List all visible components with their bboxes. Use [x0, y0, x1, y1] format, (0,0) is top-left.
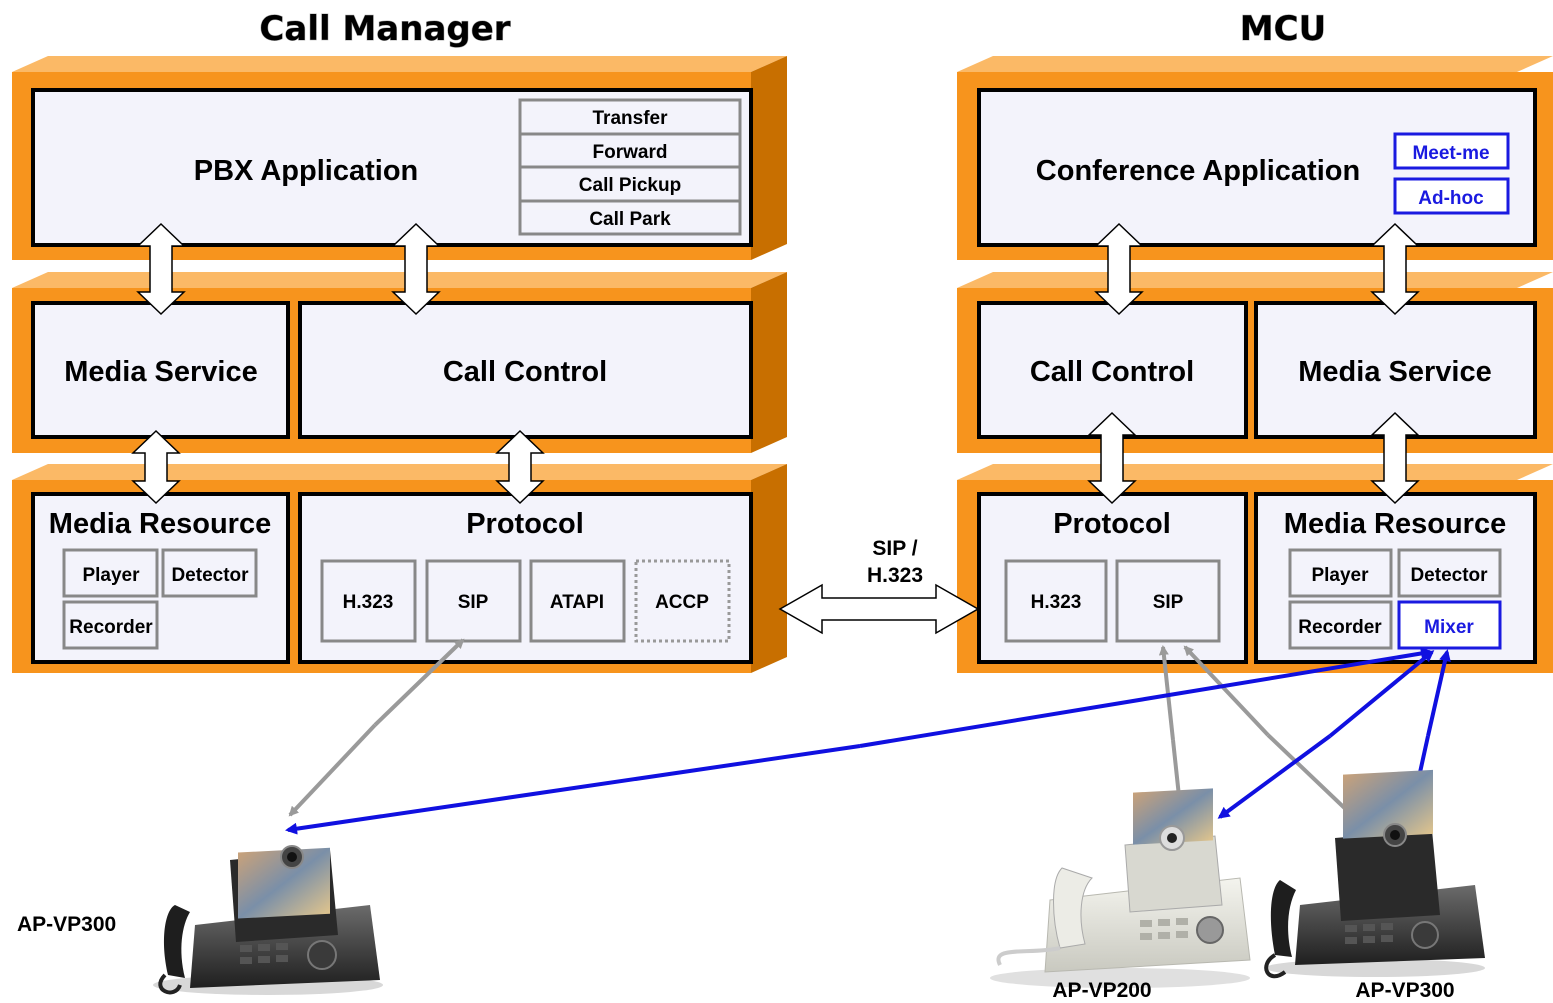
double-arrow-icon — [131, 429, 181, 505]
double-arrow-icon — [1094, 222, 1144, 316]
conference-feature-ad-hoc: Ad-hoc — [1418, 188, 1484, 209]
cm-protocol-atapi: ATAPI — [550, 592, 604, 613]
mcu-mixer: Mixer — [1424, 617, 1474, 638]
conference-application-label: Conference Application — [1036, 155, 1360, 187]
device-label-left: AP-VP300 — [17, 913, 116, 936]
layer-arrows — [131, 222, 1420, 505]
mcu: Conference Application Meet-me Ad-hoc Ca… — [977, 88, 1537, 664]
mcu-media-service-label: Media Service — [1298, 356, 1491, 388]
cm-call-control-box — [298, 301, 753, 439]
mcu-player: Player — [1311, 565, 1369, 586]
pbx-feature-list: Transfer Forward Call Pickup Call Park — [518, 98, 742, 236]
cm-player: Player — [82, 565, 140, 586]
link-label-line-2: H.323 — [867, 564, 923, 587]
sip-h323-link-arrow-icon — [778, 583, 980, 635]
cm-call-control-label: Call Control — [443, 356, 607, 388]
mcu-protocol-h323: H.323 — [1031, 592, 1082, 613]
pbx-feature-call-pickup: Call Pickup — [579, 175, 681, 196]
call-manager-title: Call Manager — [259, 9, 510, 49]
phone-ap-vp300-right — [1264, 769, 1485, 979]
mcu-protocol-label: Protocol — [1053, 508, 1171, 540]
cm-protocol-sip: SIP — [458, 592, 489, 613]
cm-protocol-h323: H.323 — [343, 592, 394, 613]
mcu-protocol-sip: SIP — [1153, 592, 1184, 613]
mcu-title: MCU — [1240, 9, 1326, 49]
mcu-recorder: Recorder — [1298, 617, 1382, 638]
pbx-feature-call-park: Call Park — [589, 209, 671, 230]
double-arrow-icon — [1087, 411, 1137, 505]
device-label-middle: AP-VP200 — [1052, 979, 1151, 1002]
conference-feature-meet-me: Meet-me — [1412, 143, 1489, 164]
phone-ap-vp300-left — [153, 845, 383, 995]
cm-recorder: Recorder — [69, 617, 153, 638]
double-arrow-icon — [1370, 222, 1420, 316]
double-arrow-icon — [136, 222, 186, 316]
mcu-media-resource-label: Media Resource — [1284, 508, 1506, 540]
mcu-call-control-label: Call Control — [1030, 356, 1194, 388]
phone-ap-vp200 — [990, 788, 1251, 988]
cm-media-service-label: Media Service — [64, 356, 257, 388]
call-manager: PBX Application Transfer Forward Call Pi… — [31, 88, 753, 664]
pbx-application-label: PBX Application — [194, 155, 419, 187]
pbx-feature-forward: Forward — [593, 142, 668, 163]
cm-media-service-box — [31, 301, 290, 439]
double-arrow-icon — [495, 429, 545, 505]
cm-protocol-label: Protocol — [466, 508, 584, 540]
pbx-feature-transfer: Transfer — [593, 108, 669, 129]
mcu-detector: Detector — [1410, 565, 1488, 586]
device-label-right: AP-VP300 — [1355, 979, 1454, 1002]
cm-media-resource-label: Media Resource — [49, 508, 271, 540]
cm-detector: Detector — [171, 565, 249, 586]
double-arrow-icon — [1370, 411, 1420, 505]
cm-protocol-accp: ACCP — [655, 592, 709, 613]
link-label-line-1: SIP / — [872, 537, 917, 560]
double-arrow-icon — [391, 222, 441, 316]
